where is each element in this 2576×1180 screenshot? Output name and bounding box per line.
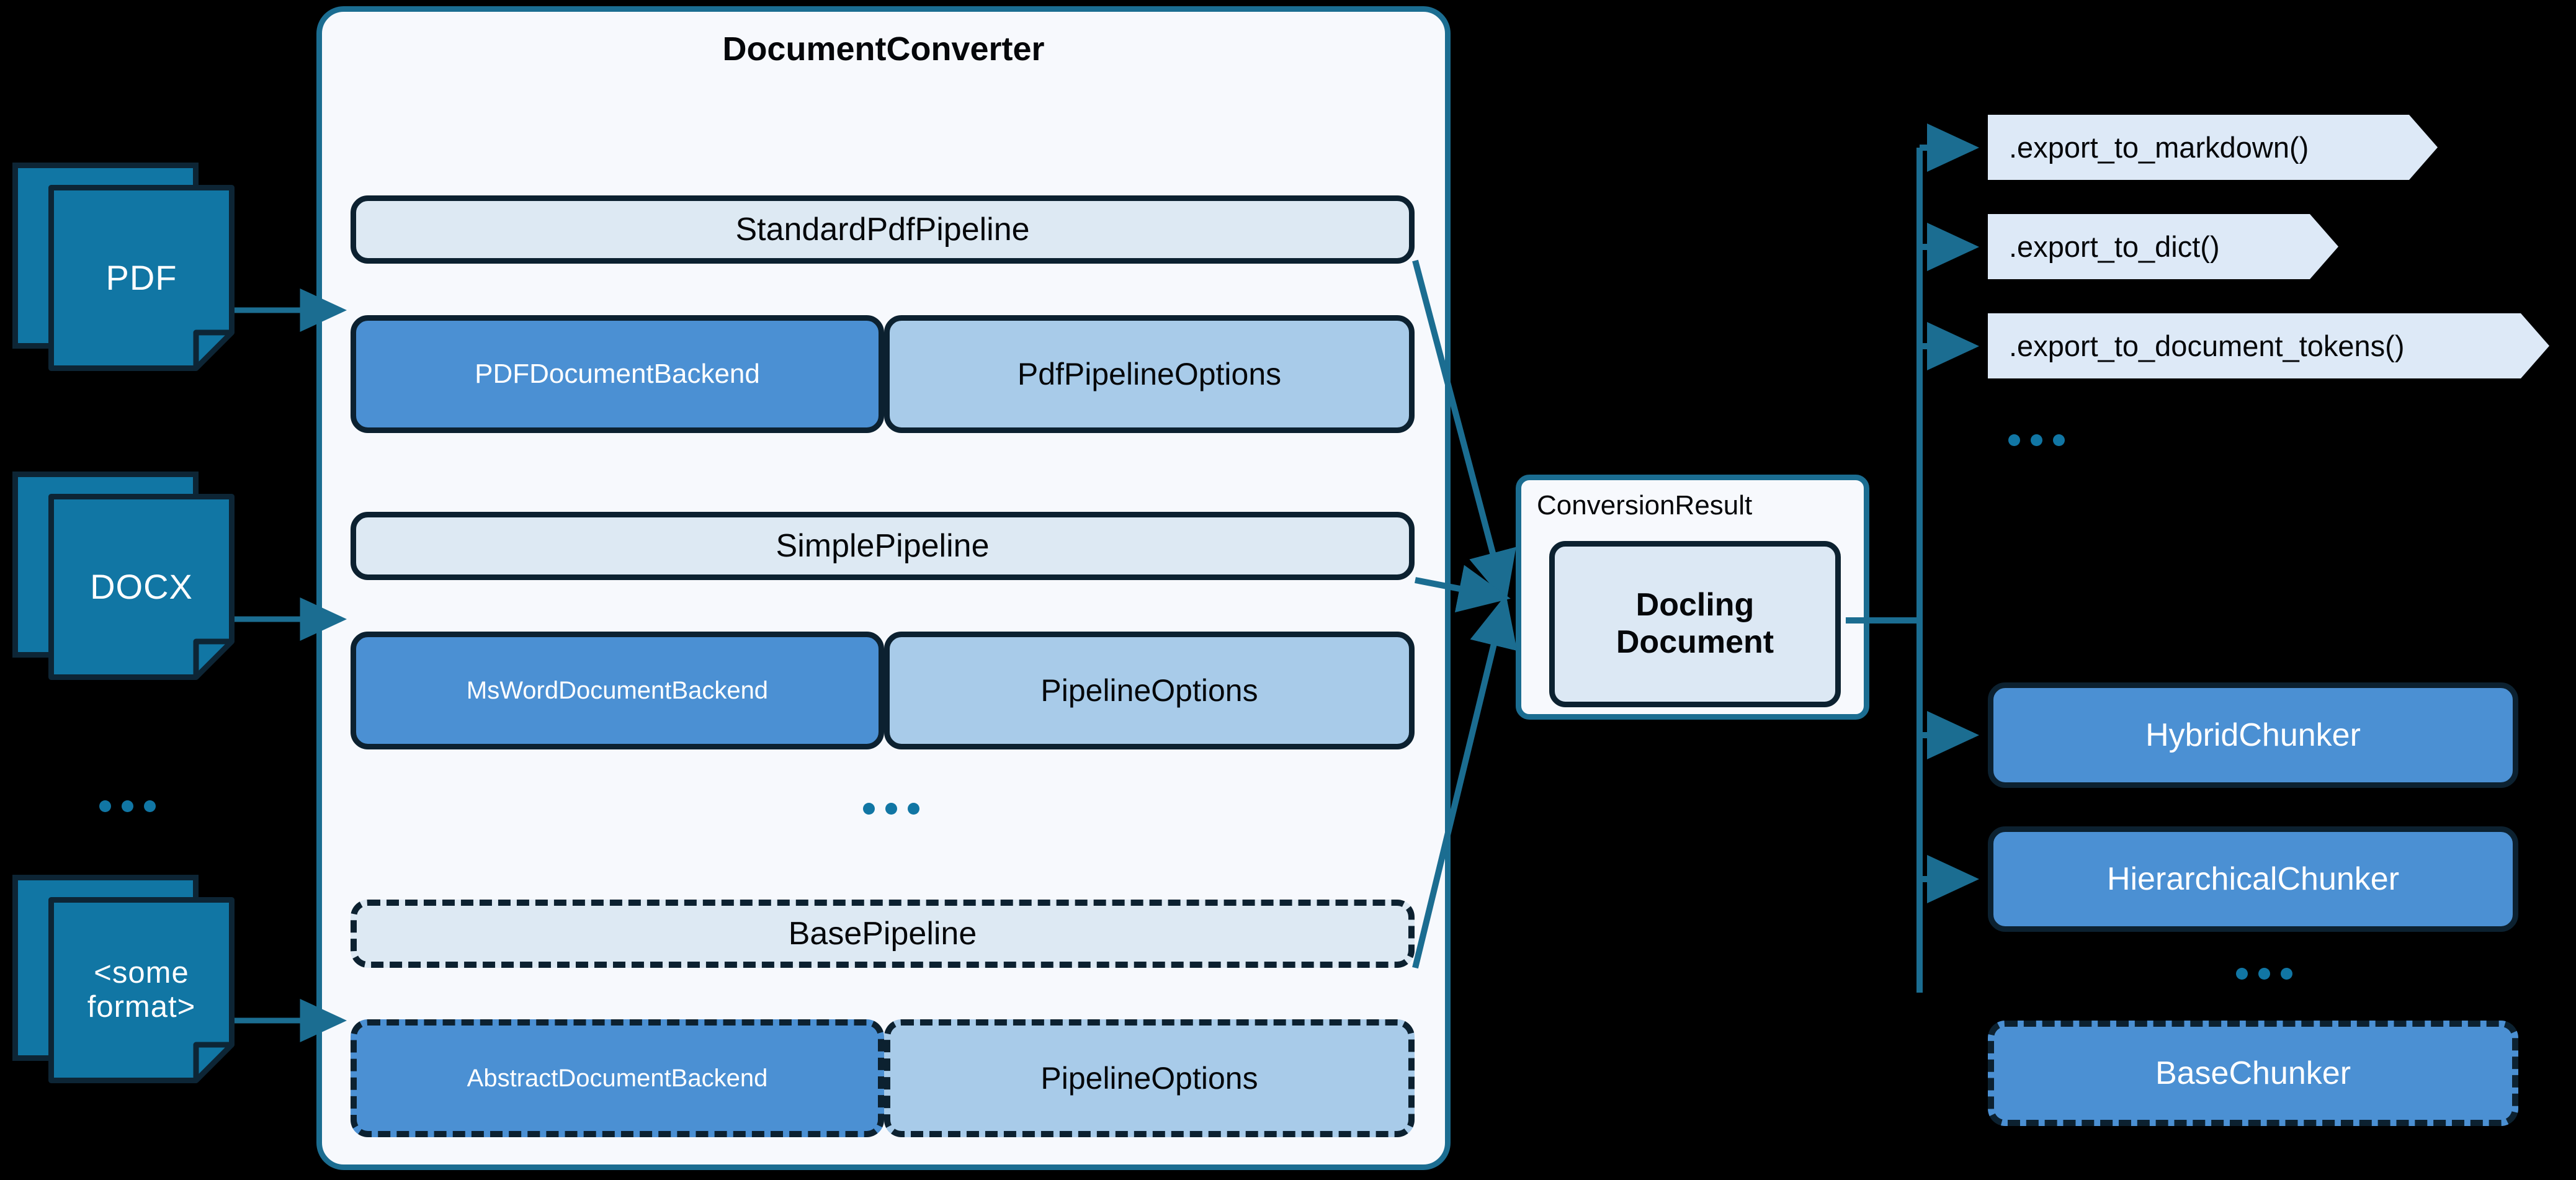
document-stack-icon [48, 185, 235, 371]
export-method-dict[interactable]: .export_to_dict() [1988, 214, 2338, 279]
document-stack-icon [48, 897, 235, 1083]
pipeline-standard-pdf-header[interactable]: StandardPdfPipeline [351, 195, 1415, 264]
export-method-document-tokens[interactable]: .export_to_document_tokens() [1988, 313, 2549, 378]
pipeline-base-header[interactable]: BasePipeline [351, 900, 1415, 968]
chunker-base[interactable]: BaseChunker [1988, 1021, 2518, 1126]
docling-document-line1: Docling [1635, 587, 1755, 624]
input-ellipsis [99, 800, 156, 812]
pipeline-simple-header[interactable]: SimplePipeline [351, 512, 1415, 580]
backend-pdf-document[interactable]: PDFDocumentBackend [351, 315, 884, 433]
options-pipeline[interactable]: PipelineOptions [884, 632, 1415, 749]
chunker-hybrid[interactable]: HybridChunker [1988, 682, 2518, 788]
options-pdf-pipeline[interactable]: PdfPipelineOptions [884, 315, 1415, 433]
document-converter-container [316, 6, 1451, 1170]
document-stack-icon [48, 494, 235, 680]
docling-document-line2: Document [1616, 624, 1774, 660]
chunkers-ellipsis [2236, 968, 2292, 980]
export-method-markdown[interactable]: .export_to_markdown() [1988, 115, 2438, 180]
document-converter-title: DocumentConverter [722, 30, 1045, 68]
chunker-hierarchical[interactable]: HierarchicalChunker [1988, 826, 2518, 932]
options-base-pipeline[interactable]: PipelineOptions [884, 1019, 1415, 1137]
backend-abstract-document[interactable]: AbstractDocumentBackend [351, 1019, 884, 1137]
conversion-result-label: ConversionResult [1537, 490, 1753, 521]
exports-ellipsis [2008, 434, 2065, 446]
converter-ellipsis [863, 803, 919, 815]
backend-msword-document[interactable]: MsWordDocumentBackend [351, 632, 884, 749]
docling-document-box[interactable]: Docling Document [1549, 541, 1841, 707]
